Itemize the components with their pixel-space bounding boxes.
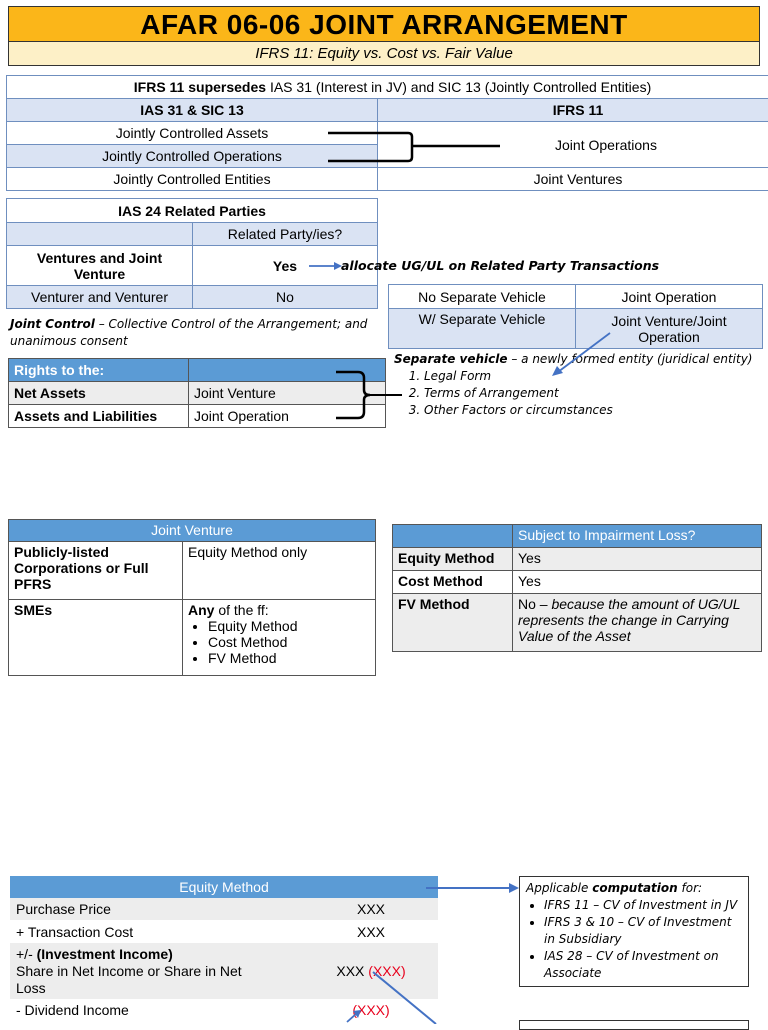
list-item: IFRS 11 – CV of Investment in JV [544, 897, 742, 914]
separate-vehicle-label: Separate vehicle [394, 352, 508, 366]
fv-method-label: FV Method [393, 594, 513, 652]
purchase-price-value: XXX [270, 898, 438, 920]
equity-method-label: Equity Method [393, 548, 513, 571]
investment-income-label: +/- (Investment Income) Share in Net Inc… [10, 943, 270, 999]
impairment-table: Subject to Impairment Loss? Equity Metho… [392, 524, 762, 652]
fv-reason: because the amount of UG/UL represents t… [518, 596, 740, 644]
arrow-icon [548, 330, 614, 378]
publicly-listed-label: Publicly-listed Corporations or Full PFR… [9, 542, 183, 600]
income-value: XXX [336, 963, 364, 979]
income-desc: Share in Net Income or Share in Net Loss [16, 963, 242, 996]
list-item: Other Factors or circumstances [424, 402, 764, 419]
rights-table: Rights to the: Net Assets Joint Venture … [8, 358, 386, 428]
dividend-label: - Dividend Income [10, 999, 270, 1021]
any-text: Any [188, 602, 214, 618]
supersede-lead: IFRS 11 supersedes [134, 79, 266, 95]
equity-method-value: Yes [513, 548, 762, 571]
methods-list: Equity Method Cost Method FV Method [188, 618, 370, 666]
computation-intro: Applicable [526, 881, 592, 895]
venturer-venturer: Venturer and Venturer [7, 286, 193, 309]
cost-method-label: Cost Method [393, 571, 513, 594]
related-blank [7, 223, 193, 246]
purchase-price-label: Purchase Price [10, 898, 270, 920]
jointly-controlled-entities: Jointly Controlled Entities [7, 168, 378, 191]
col-ias31: IAS 31 & SIC 13 [7, 99, 378, 122]
impairment-header: Subject to Impairment Loss? [513, 525, 762, 548]
joint-control-label: Joint Control [10, 317, 95, 331]
cost-method-value: Yes [513, 571, 762, 594]
assets-liabilities-label: Assets and Liabilities [9, 405, 189, 428]
connector-line [370, 968, 450, 1024]
smes-label: SMEs [9, 600, 183, 676]
fv-method-value: No – because the amount of UG/UL represe… [513, 594, 762, 652]
transaction-cost-label: + Transaction Cost [10, 920, 270, 943]
equity-header: Equity Method [10, 876, 438, 898]
income-bold: (Investment Income) [37, 946, 173, 962]
any-rest: of the ff: [214, 602, 268, 618]
page-title: AFAR 06-06 JOINT ARRANGEMENT [8, 6, 760, 42]
lower-note-box [519, 1020, 749, 1030]
list-item: FV Method [208, 650, 370, 666]
computation-note: Applicable computation for: IFRS 11 – CV… [519, 876, 749, 987]
page-subtitle: IFRS 11: Equity vs. Cost vs. Fair Value [8, 42, 760, 66]
related-parties-table: IAS 24 Related Parties Related Party/ies… [6, 198, 378, 309]
computation-list: IFRS 11 – CV of Investment in JV IFRS 3 … [526, 897, 742, 982]
joint-control-note: Joint Control – Collective Control of th… [10, 316, 380, 350]
rights-header: Rights to the: [9, 359, 189, 382]
net-assets-label: Net Assets [9, 382, 189, 405]
joint-ventures-cell: Joint Ventures [378, 168, 768, 191]
income-prefix: +/- [16, 946, 37, 962]
computation-bold: computation [592, 881, 677, 895]
bracket-rights [332, 368, 406, 424]
computation-tail: for: [678, 881, 702, 895]
related-title: IAS 24 Related Parties [7, 199, 378, 223]
list-item: Terms of Arrangement [424, 385, 764, 402]
separate-vehicle-def: – a newly formed entity (juridical entit… [508, 352, 753, 366]
supersede-rest: IAS 31 (Interest in JV) and SIC 13 (Join… [270, 79, 651, 95]
arrow-right-icon [424, 881, 520, 895]
fv-no: No – [518, 596, 548, 612]
related-col: Related Party/ies? [193, 223, 378, 246]
arrow-icon [344, 1008, 364, 1024]
bracket-joint-operations [320, 128, 510, 166]
no-separate-vehicle: No Separate Vehicle [389, 285, 576, 309]
col-ifrs11: IFRS 11 [378, 99, 768, 122]
related-arrow-note: allocate UG/UL on Related Party Transact… [341, 258, 659, 273]
vehicle-joint-operation: Joint Operation [576, 285, 763, 309]
jv-header: Joint Venture [9, 520, 376, 542]
list-item: Cost Method [208, 634, 370, 650]
list-item: Equity Method [208, 618, 370, 634]
impairment-header-blank [393, 525, 513, 548]
list-item: IAS 28 – CV of Investment on Associate [544, 948, 742, 982]
related-no: No [193, 286, 378, 309]
transaction-cost-value: XXX [270, 920, 438, 943]
arrow-right-icon [308, 259, 344, 273]
smes-value: Any of the ff: Equity Method Cost Method… [183, 600, 376, 676]
ventures-joint-venture: Ventures and Joint Venture [7, 246, 193, 286]
joint-venture-table: Joint Venture Publicly-listed Corporatio… [8, 519, 376, 676]
list-item: IFRS 3 & 10 – CV of Investment in Subsid… [544, 914, 742, 948]
equity-only-value: Equity Method only [183, 542, 376, 600]
supersede-header: IFRS 11 supersedes IAS 31 (Interest in J… [7, 76, 768, 99]
